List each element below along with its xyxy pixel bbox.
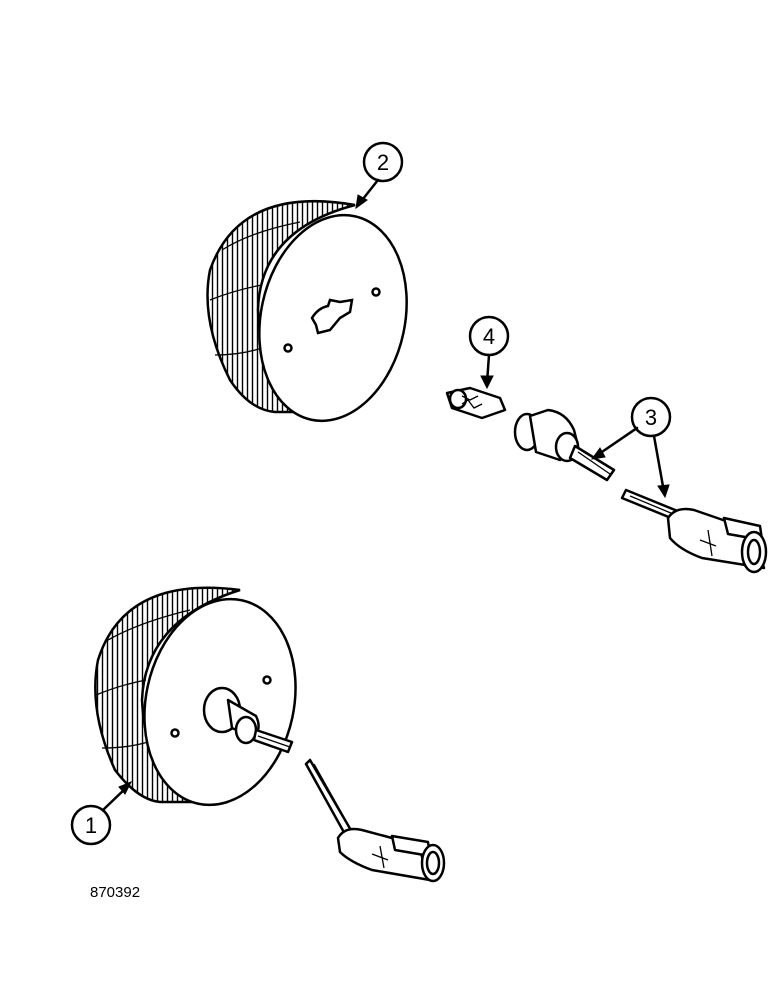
callout-4: 4	[468, 315, 510, 390]
socket-and-harness	[513, 408, 768, 574]
callout-3-label: 3	[645, 405, 657, 430]
bulb-socket	[513, 408, 616, 482]
callout-2-label: 2	[377, 150, 389, 175]
callout-2: 2	[355, 141, 404, 210]
bulb	[445, 386, 507, 420]
work-lamp-without-bulb	[206, 200, 408, 423]
callout-1-label: 1	[85, 813, 97, 838]
wire-connector	[304, 758, 446, 883]
callout-4-label: 4	[483, 324, 495, 349]
bulb-socket	[202, 686, 294, 754]
work-lamp-assembly	[94, 586, 446, 883]
figure-number: 870392	[90, 884, 141, 901]
lamp-lens	[94, 586, 241, 804]
callout-1: 1	[70, 781, 133, 846]
callout-3: 3	[590, 396, 672, 499]
bulb-socket-opening	[310, 298, 354, 335]
lamp-lens	[206, 200, 356, 414]
wire-connector	[620, 488, 768, 574]
